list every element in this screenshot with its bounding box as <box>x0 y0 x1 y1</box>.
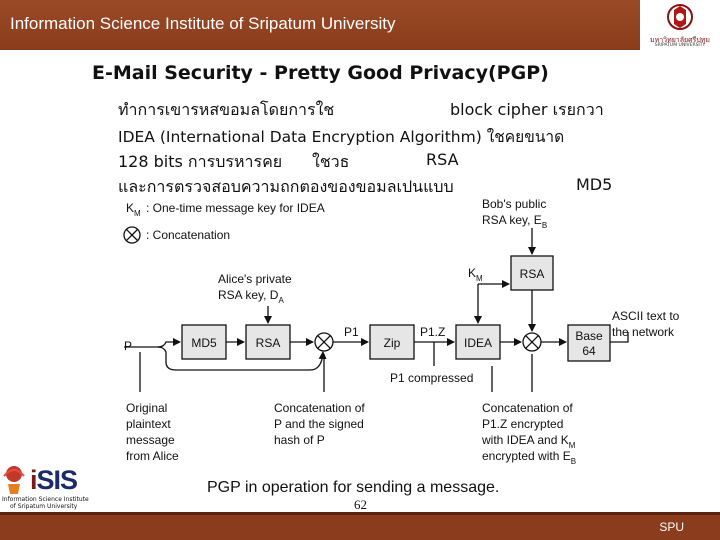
body-line-3-part-1: 128 bits การบรหารคย <box>118 152 283 171</box>
p1z-label: P1.Z <box>420 325 445 339</box>
legend-km-text: : One-time message key for IDEA <box>146 201 325 215</box>
isis-logo-text: iSIS <box>30 465 79 496</box>
p1-compressed-label: P1 compressed <box>390 371 473 385</box>
footer-bar <box>0 512 720 540</box>
concat1-line-2: P and the signed <box>274 417 364 431</box>
concat-circle-1 <box>314 332 334 352</box>
md5-box-label: MD5 <box>191 336 217 350</box>
alice-key-label-2: RSA key, DA <box>218 288 284 305</box>
rsa-key-box <box>510 255 554 291</box>
body-line-4-part-1: และการตรวจสอบความถกตองของขอมลเปนแบบ <box>118 177 454 196</box>
bob-key-label-2: RSA key, EB <box>482 213 547 230</box>
bob-key-label-1: Bob's public <box>482 197 546 211</box>
isis-logo-icon <box>3 466 25 494</box>
rsa-sign-box-label: RSA <box>256 336 281 350</box>
isis-subtitle-2: of Sripatum University <box>10 503 78 510</box>
logo-thai-text: มหาวิทยาลัยศรีปทุม <box>649 36 710 44</box>
legend-km-symbol: KM <box>126 201 141 218</box>
body-line-4-part-2: MD5 <box>576 175 613 194</box>
concat1-line-1: Concatenation of <box>274 401 365 415</box>
isis-logo-sis: SIS <box>36 465 79 495</box>
concat-circle-2 <box>522 332 542 352</box>
concat2-line-3: with IDEA and KM <box>481 433 576 450</box>
rsa-sign-box <box>245 324 291 360</box>
logo-english-text: SRIPATUM UNIVERSITY <box>654 43 706 48</box>
body-line-4: และการตรวจสอบความถกตองของขอมลเปนแบบ MD5 <box>118 175 678 196</box>
figure-caption: PGP in operation for sending a message. <box>207 479 500 496</box>
body-line-2: IDEA (International Data Encryption Algo… <box>118 128 565 146</box>
body-line-3-part-3: RSA <box>426 150 459 169</box>
university-emblem-icon <box>667 4 693 30</box>
original-msg-line-3: message <box>126 433 175 447</box>
body-line-3-part-2: ใชวธ <box>312 152 350 171</box>
body-line-1: ทำการเขารหสขอมลโดยการใช block cipher เรย… <box>118 98 678 119</box>
km-label: KM <box>468 266 483 283</box>
rsa-key-box-label: RSA <box>520 267 545 281</box>
idea-box-label: IDEA <box>464 336 492 350</box>
legend-concat-icon <box>123 226 141 244</box>
original-msg-line-4: from Alice <box>126 449 179 463</box>
page-number: 62 <box>354 497 367 512</box>
concat1-line-3: hash of P <box>274 433 325 447</box>
legend-concat-text: : Concatenation <box>146 228 230 242</box>
base64-box <box>567 324 611 362</box>
pgp-diagram: KM : One-time message key for IDEA : Con… <box>123 197 680 466</box>
concat2-line-4: encrypted with EB <box>482 449 576 466</box>
p-label: P <box>124 339 132 353</box>
p1-label: P1 <box>344 325 359 339</box>
header-bar <box>0 0 720 50</box>
idea-box <box>455 324 501 360</box>
base64-box-label-2: 64 <box>582 344 596 358</box>
isis-logo-i: i <box>30 465 37 495</box>
body-line-1-part-2: block cipher เรยกวา <box>450 100 604 119</box>
header-title: Information Science Institute of Sripatu… <box>10 14 396 33</box>
original-msg-line-1: Original <box>126 401 167 415</box>
body-line-1-part-1: ทำการเขารหสขอมลโดยการใช <box>118 100 335 119</box>
zip-box-label: Zip <box>384 336 401 350</box>
zip-box <box>369 324 415 360</box>
alice-key-label-1: Alice's private <box>218 272 292 286</box>
ascii-label-2: the network <box>612 325 675 339</box>
body-line-3: 128 bits การบรหารคย ใชวธ RSA <box>118 150 678 171</box>
isis-subtitle-1: Information Science Institute <box>2 496 89 503</box>
footer-spu-text: SPU <box>659 520 684 534</box>
diagram-connectors <box>124 228 629 392</box>
slide-title: E-Mail Security - Pretty Good Privacy(PG… <box>92 62 549 84</box>
original-msg-line-2: plaintext <box>126 417 171 431</box>
base64-box-label-1: Base <box>575 329 603 343</box>
ascii-label-1: ASCII text to <box>612 309 680 323</box>
md5-box <box>181 324 227 360</box>
concat2-line-2: P1.Z encrypted <box>482 417 563 431</box>
concat2-line-1: Concatenation of <box>482 401 573 415</box>
